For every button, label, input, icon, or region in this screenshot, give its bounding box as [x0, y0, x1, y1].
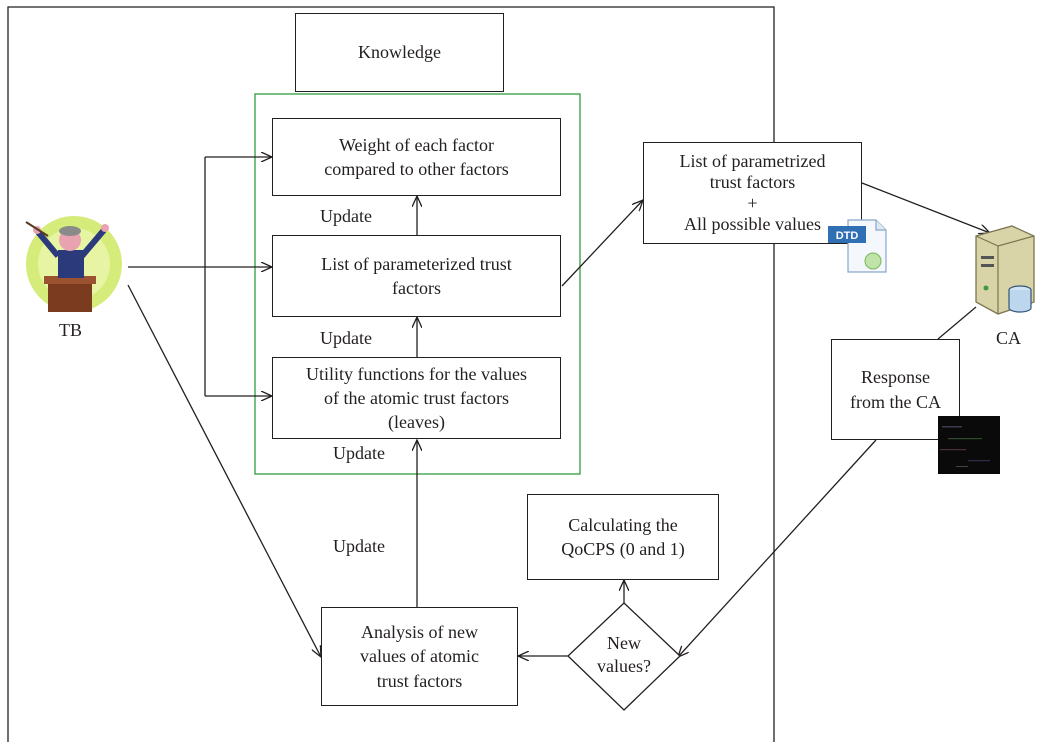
calc-box-label: Calculating the QoCPS (0 and 1) [561, 514, 685, 559]
tb-label: TB [59, 320, 83, 340]
weight-box: Weight of each factor compared to other … [272, 118, 561, 196]
output-box-label: List of parametrized trust factors + All… [679, 150, 826, 235]
response-to-decision-arrow [678, 439, 877, 657]
output-box: List of parametrized trust factors + All… [643, 142, 862, 244]
noise-thumbnail [938, 416, 1000, 474]
tb-to-analysis-arrow [127, 284, 321, 657]
update-label-3: Update [333, 443, 385, 463]
dtd-file-icon: DTD [828, 219, 887, 273]
ca-server-icon [975, 225, 1035, 315]
output-to-ca-arrow [861, 182, 990, 233]
weight-box-label: Weight of each factor compared to other … [324, 134, 509, 179]
ca-label: CA [996, 328, 1022, 348]
tb-figure-icon [25, 216, 122, 312]
knowledge-label: Knowledge [358, 42, 441, 63]
update-label-1: Update [320, 206, 372, 226]
update-label-4: Update [333, 536, 385, 556]
response-box-label: Response from the CA [850, 367, 941, 412]
utility-box-label: Utility functions for the values of the … [306, 363, 527, 433]
list-box: List of parameterized trust factors [272, 235, 561, 317]
knowledge-box: Knowledge [295, 13, 504, 92]
decision-diamond [567, 602, 681, 711]
dtd-badge-text: DTD [836, 230, 859, 242]
list-box-label: List of parameterized trust factors [321, 253, 512, 298]
outer-frame [7, 6, 775, 742]
decision-label: New values? [597, 633, 651, 677]
ca-to-response-line [937, 306, 977, 340]
analysis-box: Analysis of new values of atomic trust f… [321, 607, 518, 706]
list-to-output-arrow [561, 200, 643, 287]
update-label-2: Update [320, 328, 372, 348]
calc-box: Calculating the QoCPS (0 and 1) [527, 494, 719, 580]
utility-box: Utility functions for the values of the … [272, 357, 561, 439]
analysis-box-label: Analysis of new values of atomic trust f… [360, 622, 479, 691]
